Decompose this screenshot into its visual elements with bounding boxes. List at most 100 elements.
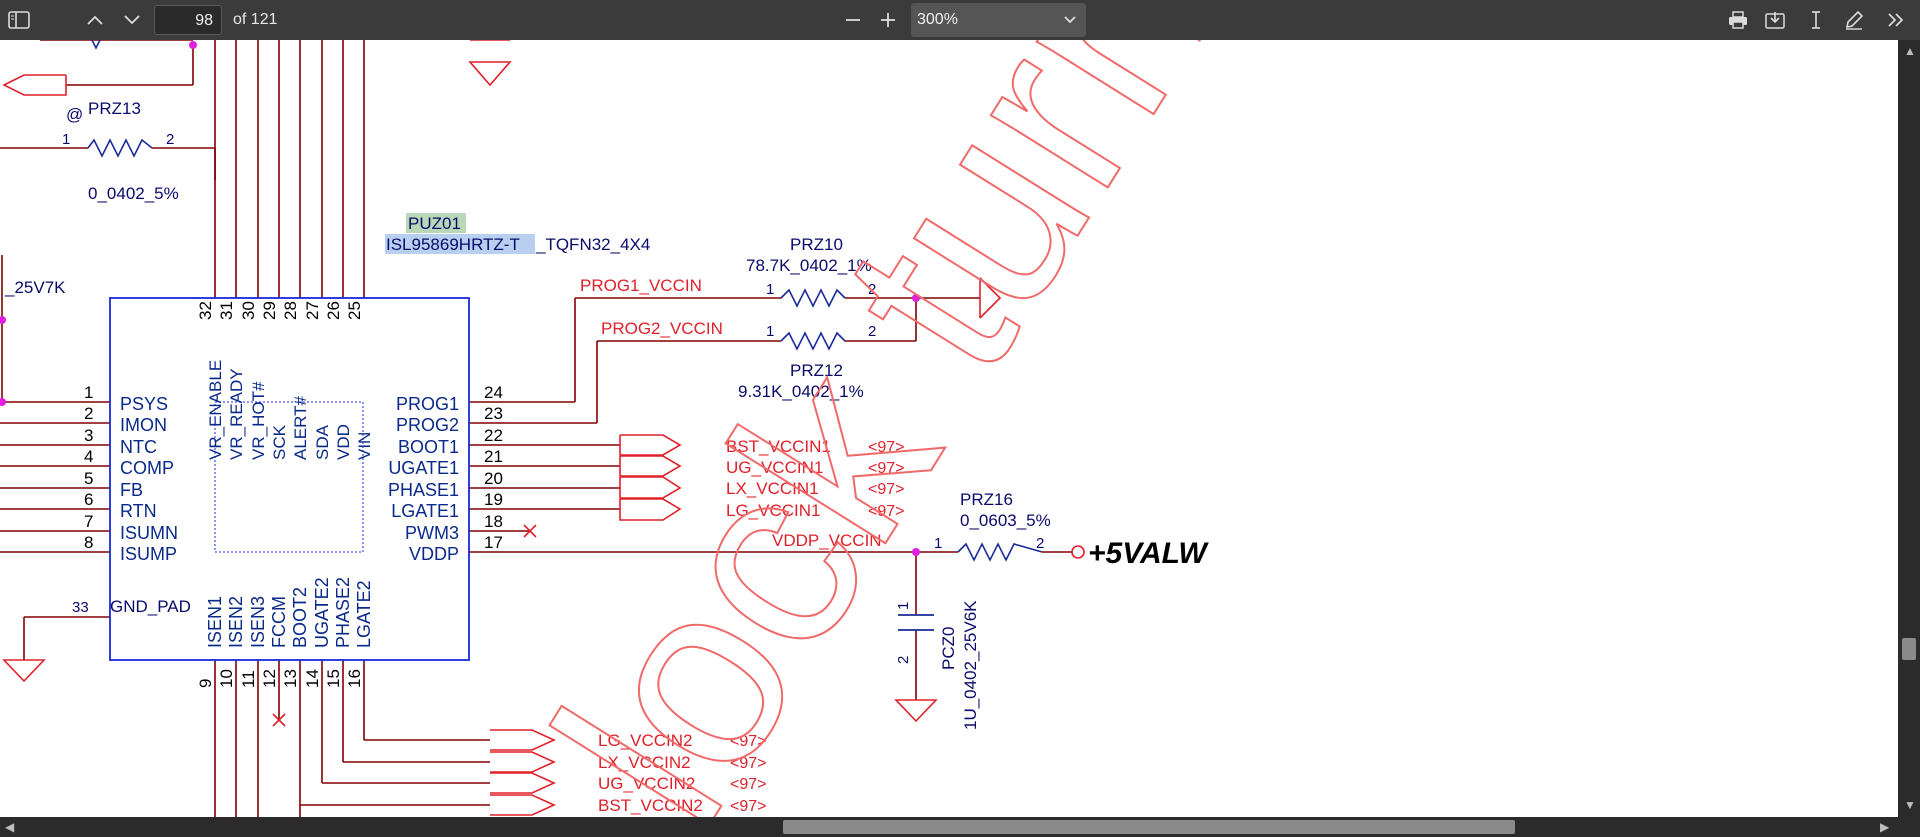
net-page-ref: <97>: [868, 439, 904, 456]
right-pin-number: 17: [484, 533, 503, 552]
bottom-pin-name: FCCM: [269, 596, 289, 648]
left-pin-number: 2: [84, 404, 93, 423]
component-labels: PRZ13 @ 1 2 0_0402_5% _25V7K PUZ01 ISL95…: [4, 99, 1051, 730]
scroll-left-icon[interactable]: ◀: [5, 820, 15, 834]
print-icon[interactable]: [1725, 8, 1751, 32]
top-pin-number: 26: [324, 301, 343, 320]
top-pin-name: VR_ENABLE: [206, 360, 225, 460]
ic-body: [109, 297, 470, 661]
right-net-list: BST_VCCIN1<97>UG_VCCIN1<97>LX_VCCIN1<97>…: [726, 437, 904, 520]
cap-pin1: 1: [895, 602, 912, 610]
chevron-up-icon[interactable]: [83, 8, 107, 32]
bottom-pin-number: 14: [303, 669, 322, 688]
net-label: LX_VCCIN1: [726, 479, 819, 498]
top-pin-name: VIN: [355, 432, 374, 460]
right-pin-number: 20: [484, 469, 503, 488]
pin33-label: 33: [72, 599, 89, 616]
top-pin-name: SDA: [313, 424, 332, 460]
bottom-pin-name: ISEN3: [248, 596, 268, 648]
scroll-up-icon[interactable]: ▲: [1904, 44, 1916, 58]
net-prog2: PROG2_VCCIN: [601, 319, 723, 338]
pdf-page-view[interactable]: PRZ13 @ 1 2 0_0402_5% _25V7K PUZ01 ISL95…: [0, 40, 1920, 817]
left-pin-name: ISUMN: [120, 523, 178, 543]
vertical-scroll-thumb[interactable]: [1902, 638, 1916, 660]
left-pin-number: 8: [84, 533, 93, 552]
save-icon[interactable]: [1762, 8, 1788, 32]
horizontal-scroll-thumb[interactable]: [783, 820, 1515, 834]
prz12-ref: PRZ12: [790, 361, 843, 380]
right-pin-name: PROG1: [396, 394, 459, 414]
watermark-text: lock turn: [502, 40, 1269, 817]
ic-part-number: ISL95869HRTZ-T: [386, 235, 520, 254]
left-pin-name: IMON: [120, 415, 167, 435]
bottom-pin-number: 13: [281, 669, 300, 688]
prz10-pin1: 1: [766, 281, 774, 298]
zoom-select[interactable]: 300%: [911, 3, 1086, 37]
net-page-ref: <97>: [868, 481, 904, 498]
left-pin-name: PSYS: [120, 394, 168, 414]
net-page-ref: <97>: [868, 460, 904, 477]
cap-value: 1U_0402_25V6K: [961, 600, 980, 730]
prz12-pin2: 2: [868, 323, 876, 340]
prz13-ref: PRZ13: [88, 99, 141, 118]
bottom-pin-number: 15: [324, 669, 343, 688]
resistor-symbols: [80, 40, 1043, 562]
horizontal-scrollbar[interactable]: ◀ ▶: [0, 817, 1920, 837]
right-pin-name: LGATE1: [391, 501, 459, 521]
prz13-pin2: 2: [166, 131, 174, 148]
text-cursor-icon[interactable]: [1806, 8, 1826, 32]
left-pin-name: ISUMP: [120, 544, 177, 564]
prz12-pin1: 1: [766, 323, 774, 340]
prz10-value: 78.7K_0402_1%: [746, 256, 872, 275]
left-pin-number: 4: [84, 447, 93, 466]
left-pin-number: 7: [84, 512, 93, 531]
bottom-pin-name: ISEN1: [205, 596, 225, 648]
cap-value-partial: _25V7K: [4, 278, 66, 297]
pen-icon[interactable]: [1842, 8, 1866, 32]
top-pin-number: 32: [196, 301, 215, 320]
sidebar-toggle-icon[interactable]: [6, 8, 32, 32]
left-pin-number: 3: [84, 426, 93, 445]
scroll-down-icon[interactable]: ▼: [1904, 798, 1916, 812]
net-label: BST_VCCIN2: [598, 796, 703, 815]
bottom-pin-number: 12: [260, 669, 279, 688]
net-label: LG_VCCIN1: [726, 501, 820, 520]
prz16-pin1: 1: [934, 535, 942, 552]
capacitor-symbol: [898, 614, 934, 631]
top-pin-name: SCK: [270, 424, 289, 460]
vertical-scrollbar[interactable]: ▲ ▼: [1898, 40, 1920, 817]
bottom-pin-name: BOOT2: [290, 587, 310, 648]
right-pin-number: 24: [484, 383, 503, 402]
puz01-ref: PUZ01: [408, 214, 461, 233]
top-pin-name: VR_HOT#: [249, 381, 268, 460]
bottom-pin-number: 10: [217, 669, 236, 688]
prz10-ref: PRZ10: [790, 235, 843, 254]
right-pin-number: 18: [484, 512, 503, 531]
part-highlight: [385, 234, 535, 254]
page-number-input[interactable]: 98: [154, 5, 222, 35]
prz13-value: 0_0402_5%: [88, 184, 179, 203]
net-page-ref: <97>: [730, 776, 766, 793]
net-page-ref: <97>: [730, 755, 766, 772]
page-count-label: of 121: [233, 11, 278, 28]
more-tools-icon[interactable]: [1884, 8, 1908, 32]
wires: [0, 40, 1072, 817]
net-label: LX_VCCIN2: [598, 753, 691, 772]
valw-rail-label: +5VALW: [1088, 537, 1209, 570]
prz16-pin2: 2: [1036, 535, 1044, 552]
prz12-value: 9.31K_0402_1%: [738, 382, 864, 401]
left-pin-number: 5: [84, 469, 93, 488]
bottom-pin-number: 16: [345, 669, 364, 688]
top-pin-name: VR_READY: [227, 368, 246, 460]
right-pin-name: PHASE1: [388, 480, 459, 500]
prz13-pin1: 1: [62, 131, 70, 148]
schematic-drawing: PRZ13 @ 1 2 0_0402_5% _25V7K PUZ01 ISL95…: [0, 40, 1269, 817]
net-page-ref: <97>: [868, 503, 904, 520]
minus-icon[interactable]: [841, 8, 865, 32]
plus-icon[interactable]: [876, 8, 900, 32]
right-pin-name: UGATE1: [388, 458, 459, 478]
net-label: LG_VCCIN2: [598, 731, 692, 750]
scroll-right-icon[interactable]: ▶: [1880, 820, 1890, 834]
left-pin-number: 1: [84, 383, 93, 402]
chevron-down-icon[interactable]: [120, 8, 144, 32]
